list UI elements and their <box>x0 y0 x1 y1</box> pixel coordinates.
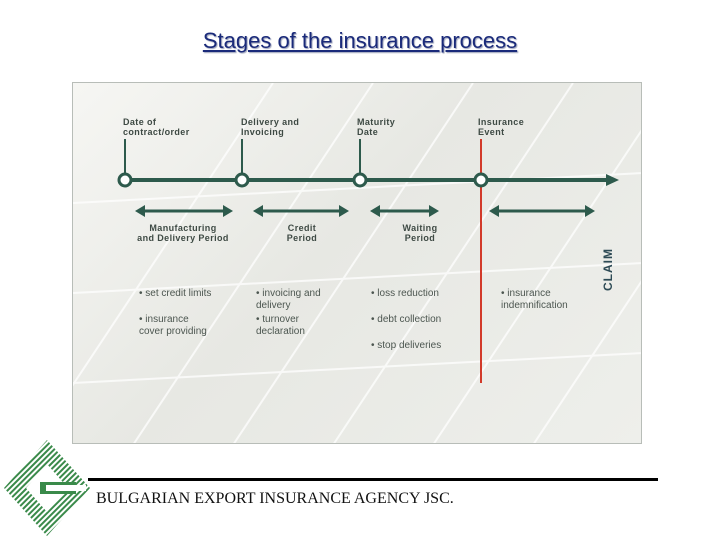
milestone-label-3: Maturity Date <box>357 117 396 137</box>
bullet-stage3-1: • loss reduction <box>371 288 439 299</box>
period-arrow-1 <box>135 205 233 217</box>
period-label-2: Credit Period <box>286 223 318 243</box>
footer-company-name: BULGARIAN EXPORT INSURANCE AGENCY JSC. <box>96 490 454 507</box>
background-grid <box>73 83 641 443</box>
period-arrow-2 <box>253 205 349 217</box>
milestone-node-1 <box>117 172 133 188</box>
period-arrow-4 <box>489 205 595 217</box>
milestone-node-4 <box>473 172 489 188</box>
milestone-node-2 <box>234 172 250 188</box>
milestone-node-3 <box>352 172 368 188</box>
bullet-stage1-1: • set credit limits <box>139 288 212 299</box>
diagram-graphics <box>73 83 641 443</box>
period-label-1: Manufacturing and Delivery Period <box>137 223 229 243</box>
bullet-stage2-1: • invoicing and delivery <box>256 288 321 311</box>
bullet-stage1-2: • insurance cover providing <box>139 314 207 337</box>
bullet-stage4-1: • insurance indemnification <box>501 288 568 311</box>
bullet-stage3-2: • debt collection <box>371 314 442 325</box>
bullet-stage2-2: • turnover declaration <box>256 314 305 337</box>
company-logo <box>4 440 90 536</box>
milestone-label-4: Insurance Event <box>478 117 525 137</box>
timeline-arrowhead <box>606 174 619 186</box>
milestone-label-1: Date of contract/order <box>123 117 190 137</box>
period-label-3: Waiting Period <box>402 223 438 243</box>
claim-label: CLAIM <box>601 248 615 291</box>
page-title: Stages of the insurance process <box>202 28 518 53</box>
bullet-stage3-3: • stop deliveries <box>371 340 442 351</box>
milestone-label-2: Delivery and Invoicing <box>241 117 300 137</box>
footer-divider <box>88 478 658 481</box>
period-arrow-3 <box>370 205 439 217</box>
insurance-stages-diagram: Date of contract/order Delivery and Invo… <box>72 82 642 444</box>
